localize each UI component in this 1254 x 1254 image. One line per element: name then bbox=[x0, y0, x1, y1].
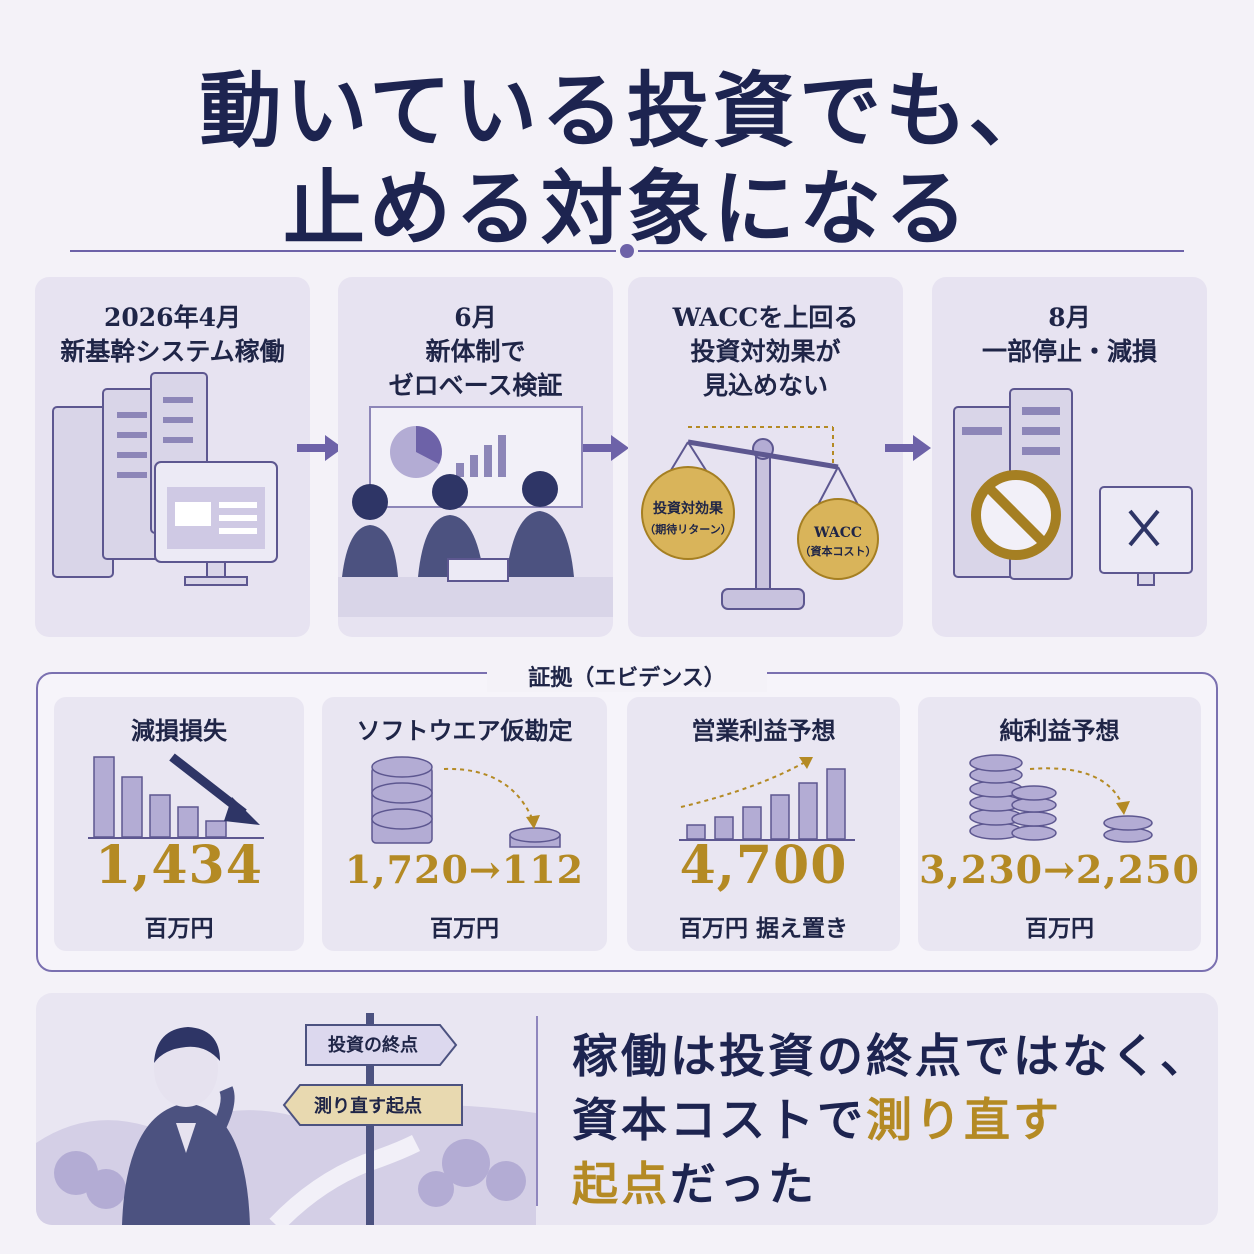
balance-scale-illustration: 投資対効果 （期待リターン） WACC （資本コスト） bbox=[641, 426, 879, 610]
scale-left-label-1: 投資対効果 bbox=[653, 500, 724, 517]
scale-right-label-1: WACC bbox=[813, 525, 862, 541]
card-unit: 百万円 bbox=[1025, 915, 1094, 942]
meeting-illustration bbox=[338, 406, 613, 617]
card-title: ソフトウエア仮勘定 bbox=[356, 716, 573, 745]
declining-bars-icon bbox=[88, 753, 264, 839]
title-divider-right bbox=[638, 250, 1184, 252]
card-title: 営業利益予想 bbox=[691, 716, 836, 745]
scale-left-label-2: （期待リターン） bbox=[644, 522, 731, 536]
card-value: 3,230→2,250 bbox=[919, 847, 1200, 892]
stopped-server-illustration bbox=[953, 388, 1193, 586]
step-2-label: 6月 新体制で ゼロベース検証 bbox=[388, 303, 563, 400]
title-divider-left bbox=[70, 250, 616, 252]
conclusion-panel: 投資の終点 測り直す起点 bbox=[36, 993, 1218, 1225]
card-unit: 百万円 据え置き bbox=[678, 915, 848, 942]
sign-start-point-text: 測り直す起点 bbox=[314, 1095, 422, 1117]
timeline-step-1: 2026年4月 新基幹システム稼働 bbox=[35, 277, 310, 637]
card-title: 純利益予想 bbox=[999, 716, 1120, 745]
rising-bars-icon bbox=[679, 757, 855, 841]
scale-right-label-2: （資本コスト） bbox=[800, 544, 877, 558]
step-arrow-3 bbox=[885, 435, 931, 461]
card-value: 1,720→112 bbox=[344, 847, 585, 892]
timeline-step-3: WACCを上回る 投資対効果が 見込めない 投資対効果 （期待リターン） WAC… bbox=[628, 277, 903, 637]
main-title-line1: 動いている投資でも、 bbox=[199, 63, 1055, 159]
evidence-title: 証拠（エビデンス） bbox=[487, 660, 767, 692]
conclusion-line3: 起点だった bbox=[572, 1157, 817, 1211]
conclusion-divider bbox=[536, 1016, 538, 1206]
evidence-card-impairment: 減損損失 1,434 百万円 bbox=[54, 697, 304, 951]
step-3-label: WACCを上回る 投資対効果が 見込めない bbox=[672, 303, 859, 400]
card-value: 1,434 bbox=[95, 835, 263, 896]
sign-start-point bbox=[282, 1084, 463, 1126]
shrinking-stack-icon bbox=[371, 756, 561, 848]
step-arrow-1 bbox=[297, 435, 343, 461]
signpost-illustration: 投資の終点 測り直す起点 bbox=[36, 1013, 536, 1225]
main-title-line2: 止める対象になる bbox=[282, 161, 971, 257]
step-arrow-2 bbox=[583, 435, 629, 461]
step-4-label: 8月 一部停止・減損 bbox=[981, 303, 1157, 366]
evidence-card-operating-profit: 営業利益予想 4,700 百万円 据え置き bbox=[627, 697, 900, 951]
card-value: 4,700 bbox=[679, 835, 848, 896]
evidence-card-net-profit: 純利益予想 3,230→2,250 百万円 bbox=[918, 697, 1201, 951]
timeline-step-4: 8月 一部停止・減損 bbox=[932, 277, 1207, 637]
card-title: 減損損失 bbox=[131, 716, 227, 745]
evidence-card-software: ソフトウエア仮勘定 1,720→112 百万円 bbox=[322, 697, 607, 951]
conclusion-line2: 資本コストで測り直す bbox=[572, 1093, 1062, 1147]
shrinking-coins-icon bbox=[969, 754, 1153, 843]
conclusion-line1: 稼働は投資の終点ではなく、 bbox=[572, 1029, 1209, 1083]
step-1-label: 2026年4月 新基幹システム稼働 bbox=[60, 303, 285, 366]
sign-end-point bbox=[305, 1024, 458, 1066]
card-unit: 百万円 bbox=[430, 915, 499, 942]
timeline-step-2: 6月 新体制で ゼロベース検証 bbox=[338, 277, 613, 637]
card-unit: 百万円 bbox=[144, 915, 214, 942]
server-monitor-illustration bbox=[52, 372, 278, 586]
person-figure bbox=[122, 1027, 250, 1225]
title-divider-dot bbox=[620, 244, 634, 258]
sign-end-point-text: 投資の終点 bbox=[328, 1034, 418, 1056]
